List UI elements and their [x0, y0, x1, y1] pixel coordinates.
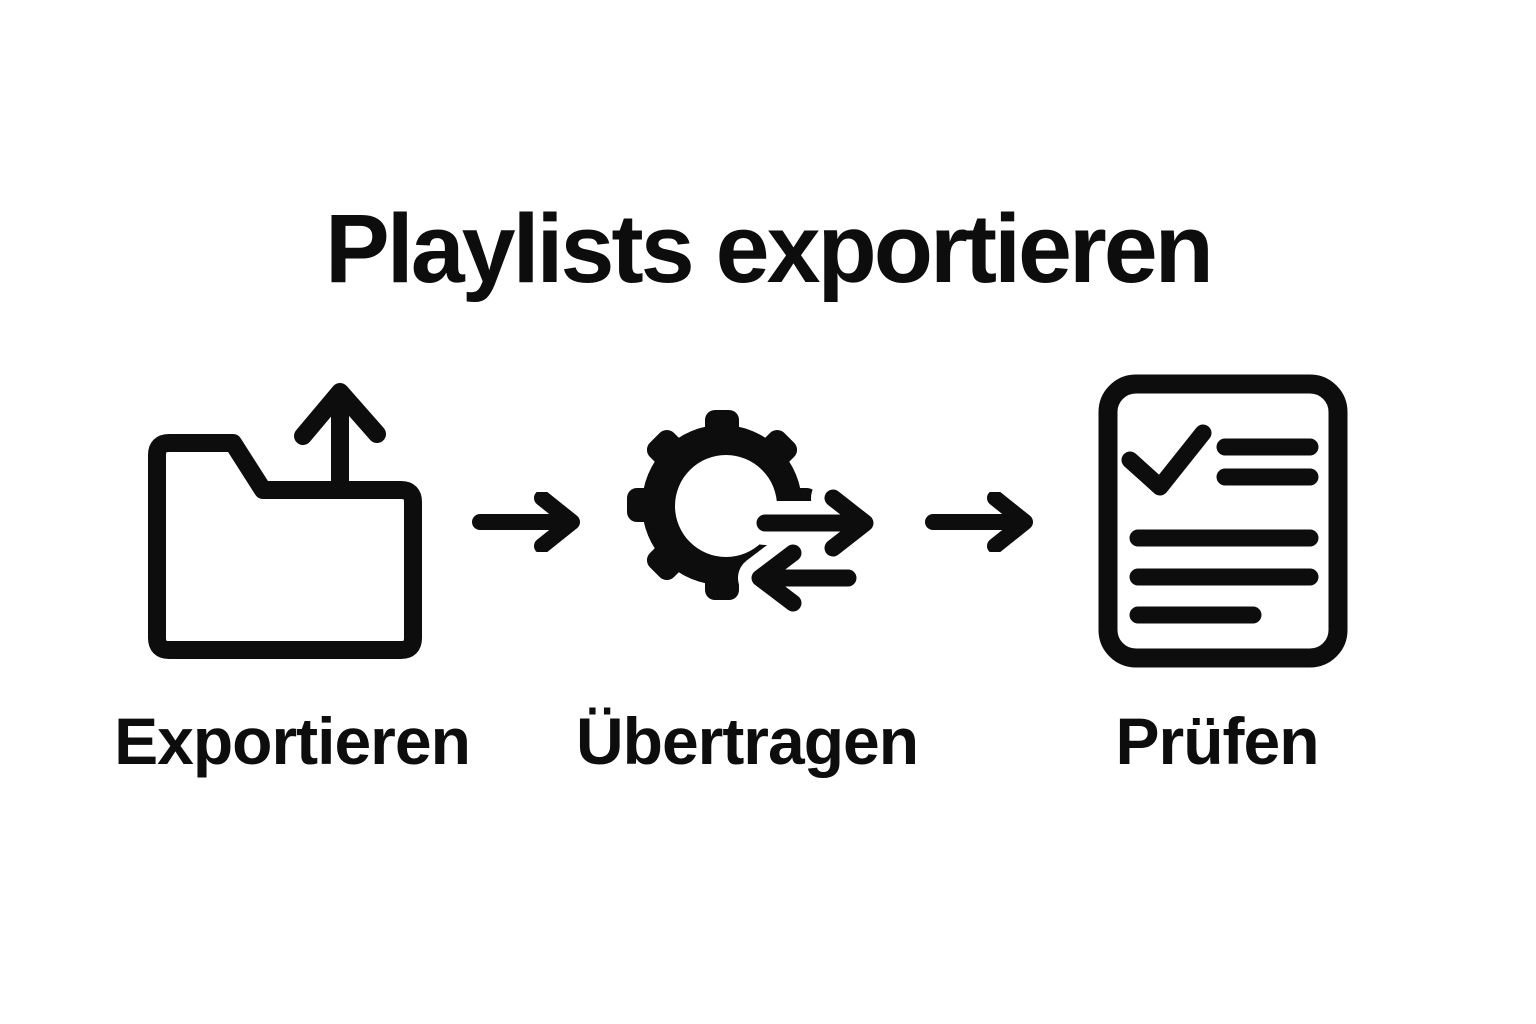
page-title: Playlists exportieren — [325, 193, 1214, 303]
step-label-uebertragen: Übertragen — [575, 704, 919, 778]
checklist-document-icon — [1098, 374, 1348, 669]
sync-gear-icon — [625, 400, 885, 620]
folder-upload-icon — [145, 378, 425, 678]
right-arrow-icon — [472, 492, 582, 552]
step-label-exportieren: Exportieren — [114, 704, 471, 778]
right-arrow-icon — [925, 492, 1035, 552]
step-label-pruefen: Prüfen — [1115, 704, 1319, 778]
